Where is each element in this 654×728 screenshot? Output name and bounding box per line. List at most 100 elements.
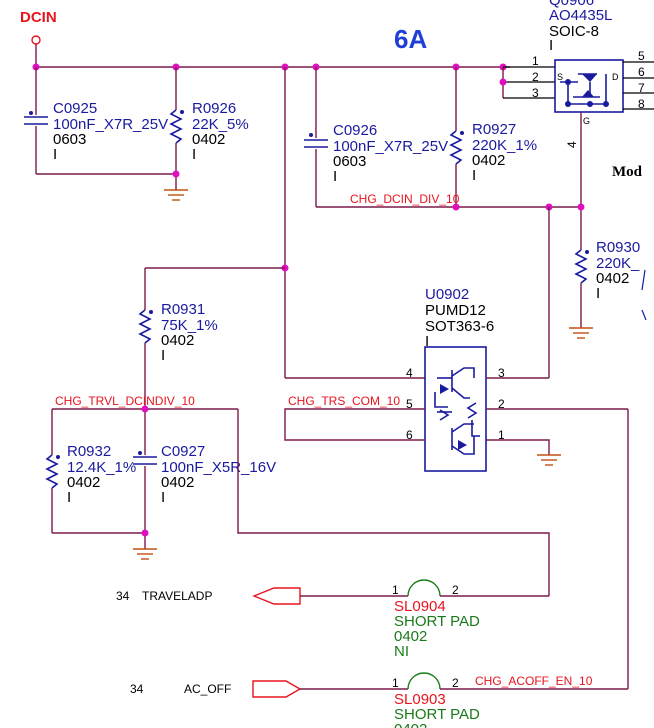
- sl0904-package: 0402: [394, 628, 427, 645]
- r0926-refdes: R0926: [192, 100, 236, 117]
- r0931-resistor-symbol: [138, 309, 152, 344]
- q0906-label-d: D: [612, 72, 619, 82]
- q0906-pin2: 2: [532, 70, 539, 84]
- trs-com-loop-wire: [284, 408, 425, 441]
- r0926-value: 22K_5%: [192, 116, 249, 133]
- c0927-refdes: C0927: [161, 443, 205, 460]
- c0926-value: 100nF_X7R_25V: [333, 138, 448, 155]
- net-label-trvl-dcindiv: CHG_TRVL_DCINDIV_10: [55, 394, 195, 408]
- r0926-pin1-dot: [180, 110, 184, 114]
- net-label-trs-com: CHG_TRS_COM_10: [288, 394, 400, 408]
- gate-junction: [577, 203, 585, 211]
- q0906-pin1: 1: [532, 54, 539, 68]
- dcin-net-label: DCIN: [20, 9, 57, 26]
- u0902-pin1-wire: [486, 439, 550, 455]
- c0927-package: 0402: [161, 474, 194, 491]
- sl0903-pin1: 1: [392, 676, 399, 690]
- dcin-terminal: [31, 35, 41, 45]
- sl0904-pin2: 2: [452, 583, 459, 597]
- r0932-refdes: R0932: [67, 443, 111, 460]
- q0906-refdes: Q0906: [549, 0, 594, 9]
- offscreen-stub: [641, 269, 647, 321]
- q0906-pin6: 6: [638, 65, 645, 79]
- q0906-marker: I: [549, 37, 553, 54]
- sl0903-pin2: 2: [452, 676, 459, 690]
- c0925-marker: I: [53, 146, 57, 163]
- traveladp-port-symbol: [252, 587, 301, 605]
- r0931-package: 0402: [161, 332, 194, 349]
- r0930-value: 220K_: [596, 255, 640, 272]
- r0926-resistor-symbol: [169, 109, 183, 144]
- ground-symbol-1: [164, 189, 188, 201]
- c0927-gnd-junction: [141, 529, 149, 537]
- u0902-package: SOT363-6: [425, 318, 494, 335]
- r0927-refdes: R0927: [472, 121, 516, 138]
- r0927-package: 0402: [472, 152, 505, 169]
- u0902-transistor-symbols: [434, 367, 480, 455]
- module-label-partial: Mod: [612, 164, 643, 180]
- r0931-refdes: R0931: [161, 301, 205, 318]
- sl0904-pin1: 1: [392, 583, 399, 597]
- r0932-package: 0402: [67, 474, 100, 491]
- r0930-package: 0402: [596, 270, 629, 287]
- q0906-pin7: 7: [638, 81, 645, 95]
- c0925-value: 100nF_X7R_25V: [53, 116, 168, 133]
- r0927-resistor-symbol: [449, 130, 463, 165]
- q0906-pin8: 8: [638, 97, 645, 111]
- r0932-marker: I: [67, 489, 71, 506]
- r0930-refdes: R0930: [596, 239, 640, 256]
- r0926-marker: I: [192, 146, 196, 163]
- q0906-body-symbol: [554, 59, 624, 113]
- net-label-dcin-div: CHG_DCIN_DIV_10: [350, 192, 460, 206]
- r0932-resistor-symbol: [45, 454, 59, 489]
- u0902-pin2-label: 2: [498, 397, 505, 411]
- port-acoff-name: AC_OFF: [184, 682, 231, 696]
- c0926-marker: I: [333, 168, 337, 185]
- r0927-pin1-dot: [460, 131, 464, 135]
- sl0903-type: SHORT PAD: [394, 706, 480, 723]
- u0902-part: PUMD12: [425, 302, 486, 319]
- sl0904-refdes: SL0904: [394, 598, 446, 615]
- u0902-pin1-label: 1: [498, 428, 505, 442]
- r0930-resistor-symbol: [574, 249, 588, 284]
- c0927-marker: I: [161, 489, 165, 506]
- u0902-pin3-label: 3: [498, 366, 505, 380]
- sl0903-pad-symbol: [407, 672, 441, 690]
- q0906-package: SOIC-8: [549, 23, 599, 40]
- current-rating-title: 6A: [394, 24, 427, 54]
- sl0904-pad-symbol: [407, 579, 441, 597]
- r0932-value: 12.4K_1%: [67, 459, 136, 476]
- port-traveladp-name: TRAVELADP: [142, 589, 212, 603]
- sl0903-refdes: SL0903: [394, 691, 446, 708]
- c0925-package: 0603: [53, 131, 86, 148]
- trvl-to-sl0904-wire: [237, 409, 550, 596]
- u0902-pin4-label: 4: [406, 366, 413, 380]
- acoff-port-symbol: [252, 680, 302, 698]
- port-traveladp-sheet: 34: [116, 589, 130, 603]
- c0926-package: 0603: [333, 153, 366, 170]
- u0902-body: [424, 346, 487, 472]
- ground-symbol-4: [537, 454, 561, 466]
- u0902-pin6-label: 6: [406, 428, 413, 442]
- q0906-part: AO4435L: [549, 7, 612, 24]
- u0902-marker: I: [425, 333, 429, 350]
- c0927-capacitor-symbol: [133, 451, 157, 465]
- c0927-value: 100nF_X5R_16V: [161, 459, 276, 476]
- sl0904-note: NI: [394, 643, 409, 660]
- sl0904-type: SHORT PAD: [394, 613, 480, 630]
- r0931-value: 75K_1%: [161, 317, 218, 334]
- q0906-label-s: S: [557, 72, 563, 82]
- q0906-pin3: 3: [532, 86, 539, 100]
- u0902-pin5-label: 5: [406, 397, 413, 411]
- r0932-pin1-dot: [56, 455, 60, 459]
- c0926-refdes: C0926: [333, 122, 377, 139]
- r0930-pin1-dot: [585, 250, 589, 254]
- r0931-pin1-dot: [149, 310, 153, 314]
- q0906-label-g: G: [583, 116, 590, 126]
- ground-symbol-2: [569, 327, 593, 339]
- q0906-source-pins: [499, 66, 555, 99]
- r0931-marker: I: [161, 347, 165, 364]
- r0927-marker: I: [472, 167, 476, 184]
- sl0903-package: 0402: [394, 721, 427, 728]
